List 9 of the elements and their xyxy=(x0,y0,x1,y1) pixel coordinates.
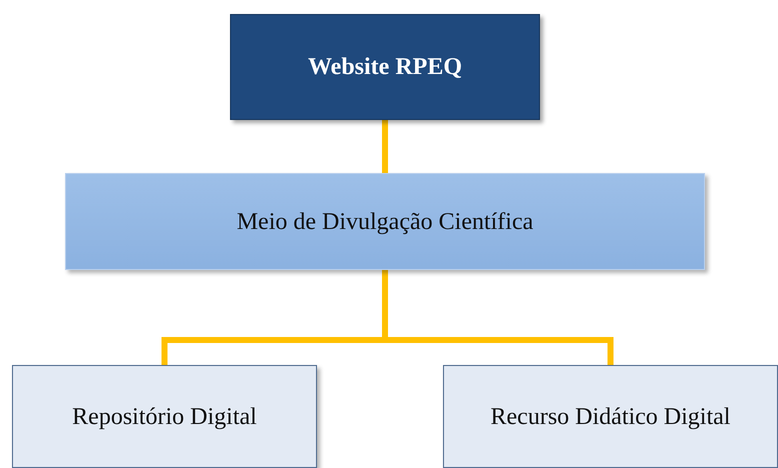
box-label: Recurso Didático Digital xyxy=(490,402,730,432)
box-label: Meio de Divulgação Científica xyxy=(236,208,534,236)
category-box xyxy=(65,173,705,270)
box-label: Repositório Digital xyxy=(72,402,257,432)
item-box xyxy=(443,365,778,468)
connector-line xyxy=(382,120,388,173)
title-box xyxy=(230,14,540,120)
box-label: Website RPEQ xyxy=(308,53,462,82)
item-box xyxy=(12,365,317,468)
